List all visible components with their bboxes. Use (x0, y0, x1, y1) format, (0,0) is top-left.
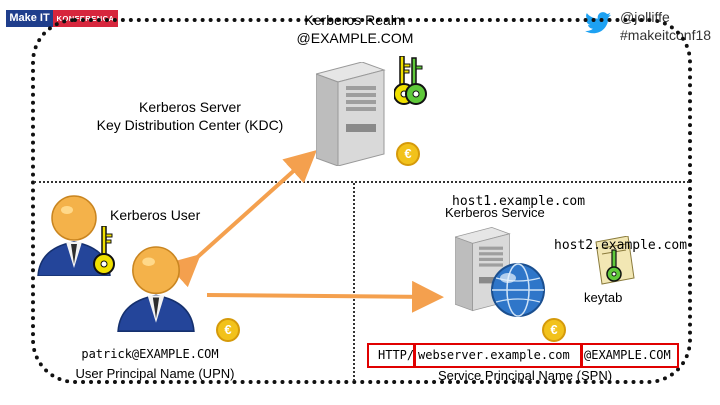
user-ticket-coin-icon: € (216, 318, 240, 342)
twitter-bird-icon (585, 12, 611, 34)
realm-title: Kerberos Realm (304, 12, 406, 28)
kdc-ticket-coin-icon: € (396, 142, 420, 166)
realm-divider-horizontal (34, 181, 689, 183)
spn-service-class: HTTP/ (378, 348, 415, 362)
kdc-server-icon (316, 62, 386, 166)
service-server-icon (455, 226, 511, 312)
service-host2: host2.example.com (554, 238, 688, 253)
keytab-label: keytab (584, 290, 623, 305)
service-host1: host1.example.com (452, 194, 586, 209)
spn-hostname: webserver.example.com (418, 348, 570, 362)
user-principal-caption: User Principal Name (UPN) (75, 366, 235, 381)
spn-realm-box (581, 343, 679, 368)
kdc-subtitle: Key Distribution Center (KDC) (96, 117, 284, 133)
kdc-title: Kerberos Server (139, 99, 241, 115)
user-principal: patrick@EXAMPLE.COM (81, 347, 219, 361)
service-label: Kerberos Service (445, 205, 545, 220)
service-ticket-coin-icon: € (542, 318, 566, 342)
kdc-user-arrow (166, 149, 317, 288)
user-service-arrow (206, 280, 444, 313)
realm-name: @EXAMPLE.COM (296, 30, 414, 46)
spn-realm: @EXAMPLE.COM (584, 348, 671, 362)
user-icon (37, 195, 111, 276)
globe-icon (491, 263, 545, 317)
spn-caption: Service Principal Name (SPN) (437, 368, 613, 383)
user-label: Kerberos User (110, 207, 201, 223)
realm-boundary (31, 18, 692, 384)
kdc-key-icon (394, 56, 427, 105)
keytab-document-icon (595, 236, 635, 285)
realm-divider-vertical (353, 183, 355, 381)
user-front-icon (117, 246, 195, 332)
user-key-icon (93, 226, 115, 275)
badge-make-it: Make IT (6, 10, 53, 27)
